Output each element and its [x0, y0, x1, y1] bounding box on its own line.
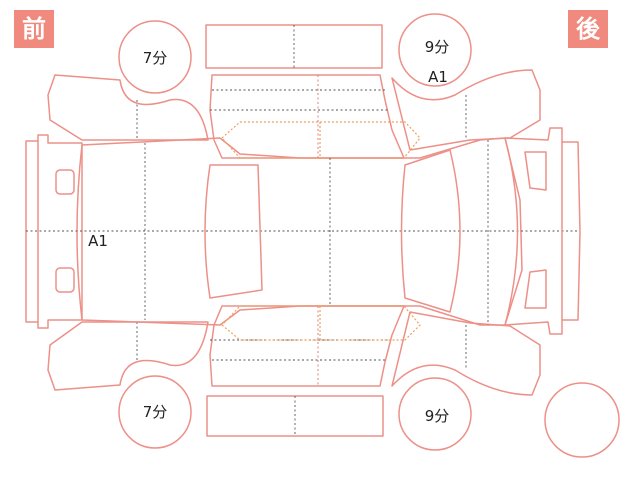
right-taillight [524, 269, 547, 309]
right-side-doors [209, 305, 405, 387]
rear-window [400, 149, 461, 313]
spare-tire [544, 382, 620, 458]
tire-rear-right [398, 377, 472, 451]
damage-mark-rear-left-fender: A1 [428, 68, 448, 86]
front-bumper [25, 134, 83, 329]
left-rear-fender [391, 69, 541, 151]
right-rear-fender [391, 311, 541, 396]
rear-bumper [504, 127, 581, 335]
rear-label: 後 [568, 10, 608, 48]
tire-rear-right-label: 9分 [425, 407, 450, 425]
car-body [76, 137, 523, 326]
left-taillight [524, 151, 547, 191]
tire-front-right-label: 7分 [143, 403, 168, 421]
left-side-glass [221, 121, 421, 159]
left-front-fender [47, 74, 209, 141]
tire-front-right [118, 375, 192, 449]
left-side-doors [209, 74, 405, 159]
damage-mark-front-bumper: A1 [88, 232, 108, 250]
windshield [204, 164, 263, 299]
tire-front-left [118, 20, 192, 94]
tire-front-left-label: 7分 [143, 49, 168, 67]
left-headlight [55, 169, 75, 195]
tire-rear-left [398, 13, 472, 87]
tire-rear-left-label: 9分 [425, 38, 450, 56]
right-front-fender [47, 321, 209, 391]
right-headlight [55, 267, 75, 293]
right-side-glass [221, 305, 421, 341]
front-label: 前 [14, 10, 54, 48]
